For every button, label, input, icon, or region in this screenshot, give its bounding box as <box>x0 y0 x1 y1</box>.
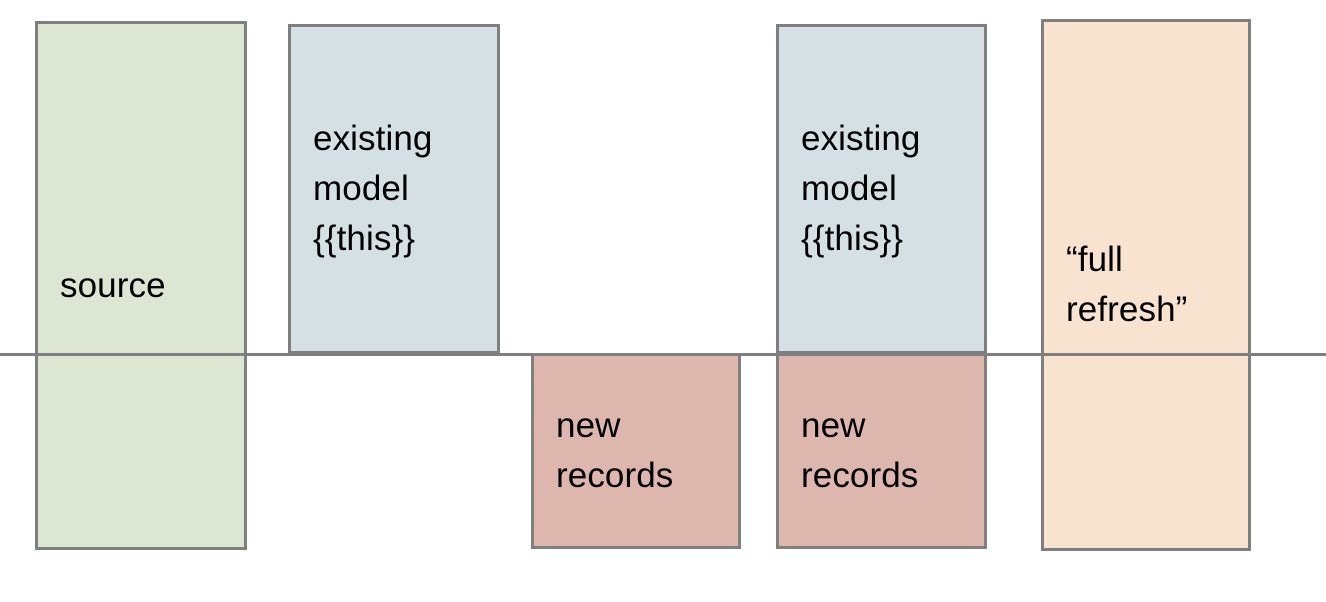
box-existing-model-1-label: existing model {{this}} <box>313 119 433 258</box>
box-new-records-2-label: new records <box>801 406 919 495</box>
box-existing-model-2[interactable]: existing model {{this}} <box>776 24 987 354</box>
box-new-records-1-label: new records <box>556 406 674 495</box>
box-existing-model-2-label: existing model {{this}} <box>801 119 921 258</box>
box-full-refresh-label: “full refresh” <box>1066 240 1188 329</box>
box-new-records-2[interactable]: new records <box>776 353 987 549</box>
box-source[interactable]: source <box>35 21 247 550</box>
box-existing-model-1[interactable]: existing model {{this}} <box>288 24 500 354</box>
box-full-refresh[interactable]: “full refresh” <box>1041 19 1251 551</box>
box-new-records-1[interactable]: new records <box>531 353 741 549</box>
box-source-label: source <box>60 265 166 305</box>
horizontal-divider-line <box>0 353 1326 356</box>
